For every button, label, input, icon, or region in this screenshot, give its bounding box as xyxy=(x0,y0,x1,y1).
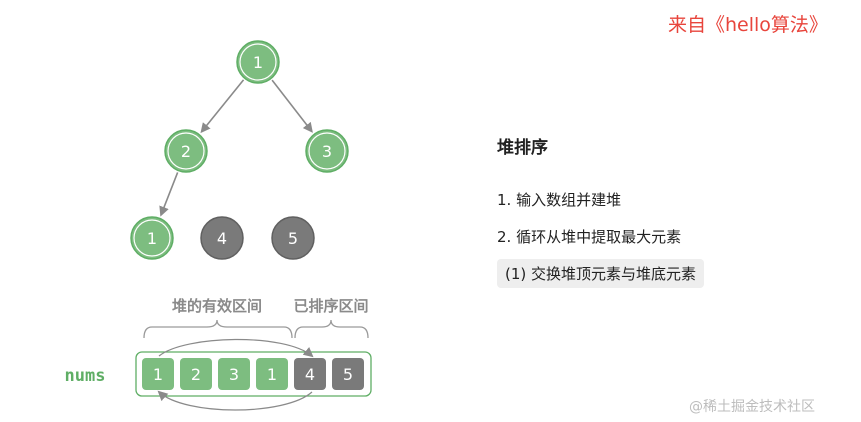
array-cell-2: 3 xyxy=(218,358,250,390)
tree-node-circle xyxy=(130,216,174,260)
tree-node-value: 2 xyxy=(181,142,191,161)
array-cell-value: 3 xyxy=(229,365,239,384)
tree-node-circle xyxy=(305,129,349,173)
tree-node-inner-ring xyxy=(308,132,346,170)
edge-root-right xyxy=(271,79,313,133)
tree-node-left: 2 xyxy=(164,129,208,173)
heap-range-brace xyxy=(143,319,293,339)
step-extract-max: 2. 循环从堆中提取最大元素 xyxy=(497,228,682,246)
array-cell-3: 1 xyxy=(256,358,288,390)
tree-node-value: 1 xyxy=(253,53,263,72)
edge-left-left-left xyxy=(159,172,179,217)
edge-root-left xyxy=(200,79,245,134)
swap-arrow-top xyxy=(158,338,314,358)
panel-title: 堆排序 xyxy=(497,138,548,158)
tree-edges xyxy=(159,79,313,217)
tree-node-inner-ring xyxy=(167,132,205,170)
step-build-heap: 1. 输入数组并建堆 xyxy=(497,191,622,209)
array-cell-value: 2 xyxy=(191,365,201,384)
tree-node-inner-ring xyxy=(239,43,277,81)
heap-range-label: 堆的有效区间 xyxy=(172,297,262,315)
tree-node-right: 3 xyxy=(305,129,349,173)
array-cell-5: 5 xyxy=(332,358,364,390)
tree-node-value: 5 xyxy=(288,229,298,248)
tree-node-circle xyxy=(164,129,208,173)
array-cells: 1 2 3 1 4 5 xyxy=(142,358,364,390)
tree-node-circle xyxy=(200,216,244,260)
array-cell-0: 1 xyxy=(142,358,174,390)
tree-node-circle xyxy=(271,216,315,260)
tree-node-inner-ring xyxy=(133,219,171,257)
array-cell-box xyxy=(332,358,364,390)
array-cell-box xyxy=(218,358,250,390)
array-cell-value: 5 xyxy=(343,365,353,384)
array-cell-box xyxy=(180,358,212,390)
array-cell-box xyxy=(142,358,174,390)
tree-node-left-left: 1 xyxy=(130,216,174,260)
tree-node-value: 1 xyxy=(147,229,157,248)
array-cell-4: 4 xyxy=(294,358,326,390)
array-cell-1: 2 xyxy=(180,358,212,390)
tree-node-value: 4 xyxy=(217,229,227,248)
array-cell-box xyxy=(294,358,326,390)
source-label: 来自《hello算法》 xyxy=(668,14,828,36)
array-cell-value: 4 xyxy=(305,365,315,384)
swap-arrow-bottom xyxy=(157,390,313,411)
sorted-range-brace xyxy=(294,319,369,339)
watermark: @稀土掘金技术社区 xyxy=(689,399,815,415)
substep-swap: (1) 交换堆顶元素与堆底元素 xyxy=(497,259,705,288)
array-cell-box xyxy=(256,358,288,390)
tree-node-sorted-a: 4 xyxy=(200,216,244,260)
tree-node-sorted-b: 5 xyxy=(271,216,315,260)
tree-nodes: 1 2 3 1 4 5 xyxy=(130,40,349,260)
tree-node-value: 3 xyxy=(322,142,332,161)
array-cell-value: 1 xyxy=(267,365,277,384)
tree-node-circle xyxy=(236,40,280,84)
tree-node-root: 1 xyxy=(236,40,280,84)
nums-label: nums xyxy=(65,366,106,386)
sorted-range-label: 已排序区间 xyxy=(293,297,368,315)
array-cell-value: 1 xyxy=(153,365,163,384)
